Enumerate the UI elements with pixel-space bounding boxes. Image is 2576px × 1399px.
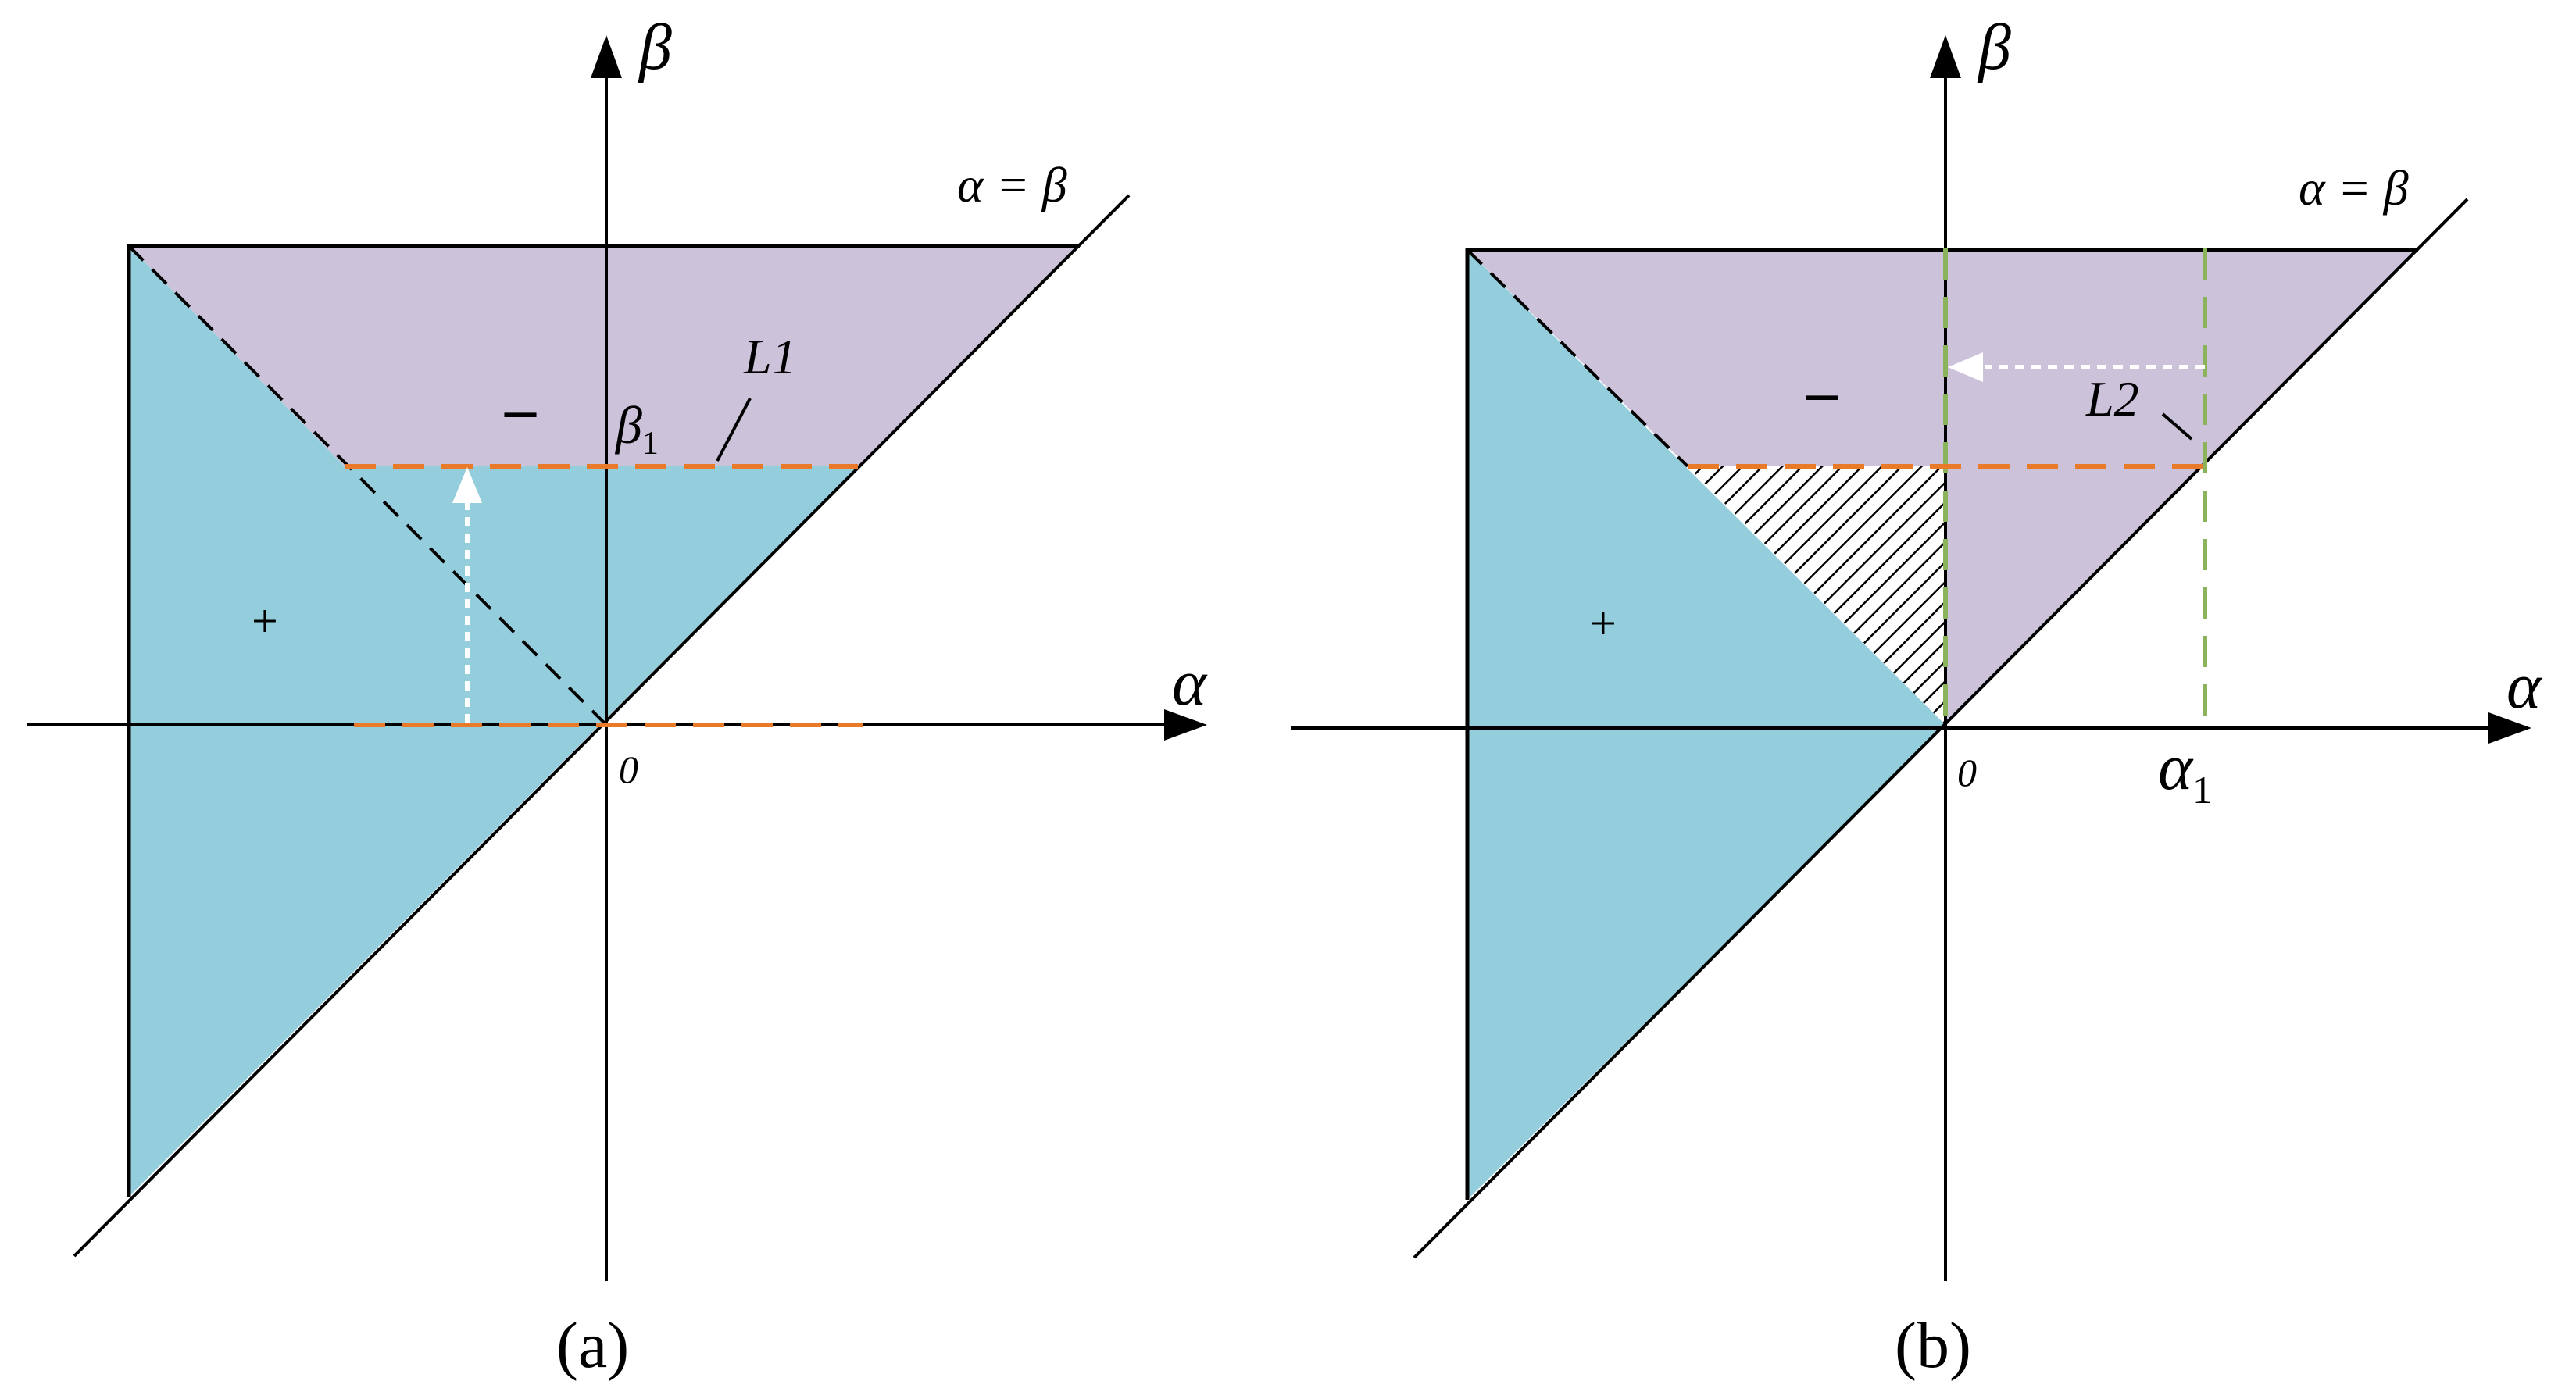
- white-arrowhead: [452, 467, 482, 503]
- diagonal-label: α = β: [2299, 160, 2409, 216]
- alpha1-label: α1: [2158, 731, 2212, 812]
- y-axis-label: β: [1977, 11, 2011, 84]
- positive-region: [1467, 250, 1945, 1200]
- x-axis-arrowhead: [1164, 709, 1207, 741]
- diagonal-line: [1413, 198, 2469, 1259]
- positive-region: [129, 246, 858, 1197]
- diagonal-label: α = β: [957, 157, 1067, 212]
- x-axis-label: α: [2506, 650, 2542, 723]
- plus-sign: +: [252, 595, 278, 647]
- y-axis-arrowhead: [1930, 35, 1961, 78]
- beta1-label: β1: [614, 395, 659, 462]
- x-axis-arrowhead: [2488, 712, 2531, 744]
- origin-label: 0: [619, 748, 638, 791]
- dashed-boundary-line: [127, 244, 608, 726]
- l2-label: L2: [2085, 371, 2139, 426]
- hatched-region: [1688, 466, 1945, 725]
- y-axis-arrowhead: [591, 35, 622, 78]
- l1-leader-line: [716, 398, 752, 462]
- caption-b: (b): [1895, 1309, 1971, 1382]
- minus-sign: –: [1806, 358, 1838, 426]
- white-arrowhead: [1948, 352, 1983, 382]
- caption-a: (a): [556, 1309, 629, 1382]
- negative-region: [129, 246, 1080, 466]
- x-axis-label: α: [1172, 647, 1208, 719]
- panel-b: β α 0 α = β – + L2 α1 (b): [1291, 11, 2542, 1382]
- plus-sign: +: [1590, 598, 1617, 649]
- y-axis-label: β: [638, 11, 672, 84]
- l2-leader-line: [2161, 412, 2193, 441]
- l1-label: L1: [743, 329, 797, 384]
- minus-sign: –: [504, 375, 537, 444]
- origin-label: 0: [1957, 751, 1977, 794]
- panel-a: β α 0 α = β – + L1 β1 (a): [27, 11, 1208, 1382]
- dashed-boundary-line: [1466, 248, 1689, 468]
